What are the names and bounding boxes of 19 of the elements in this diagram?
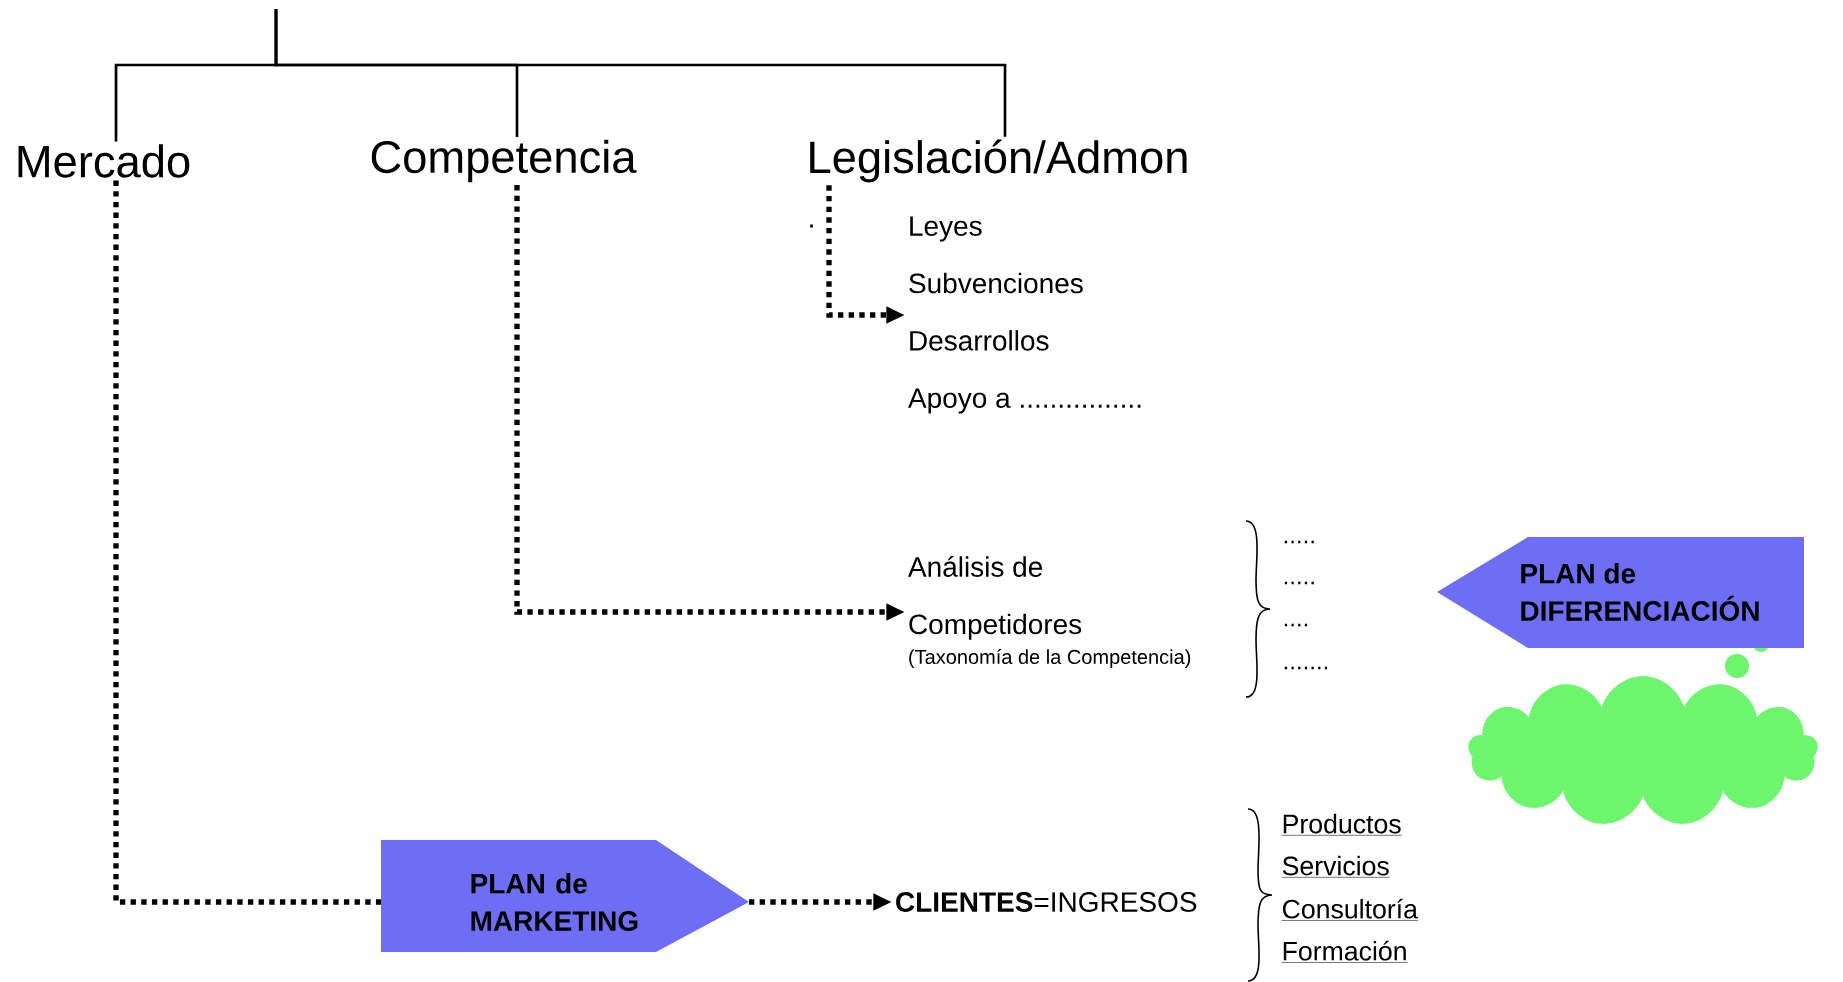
cloud-shape xyxy=(1468,676,1818,824)
link-text: Servicios xyxy=(1281,855,1391,878)
arrow-banner: PLAN de DIFERENCIACIÓN xyxy=(1437,537,1804,648)
placeholder-dots: ..... xyxy=(1284,540,1314,544)
heading-text: Mercado xyxy=(18,144,190,178)
tree-connector xyxy=(274,9,1007,137)
result-text: CLIENTES=INGRESOS xyxy=(896,892,1197,912)
link-text: Productos xyxy=(1281,813,1402,836)
analysis-text: Análisis de Competidores (Taxonomía de la Competencia) xyxy=(908,556,1191,668)
placeholder-dots: ....... xyxy=(1284,666,1328,670)
placeholder-dots: ..... xyxy=(1284,581,1314,585)
placeholder-dots: .... xyxy=(1284,623,1308,627)
heading-text: Legislación/Admon xyxy=(810,139,1187,183)
link-text: Formación xyxy=(1281,940,1408,963)
arrow-banner: PLAN de MARKETING xyxy=(381,840,749,952)
link-text: Consultoría xyxy=(1281,898,1419,921)
dot-mark: . xyxy=(810,224,813,228)
item-list: Leyes Subvenciones Desarrollos Apoyo a ................ xyxy=(908,216,1141,414)
heading-text: Competencia xyxy=(371,139,637,183)
